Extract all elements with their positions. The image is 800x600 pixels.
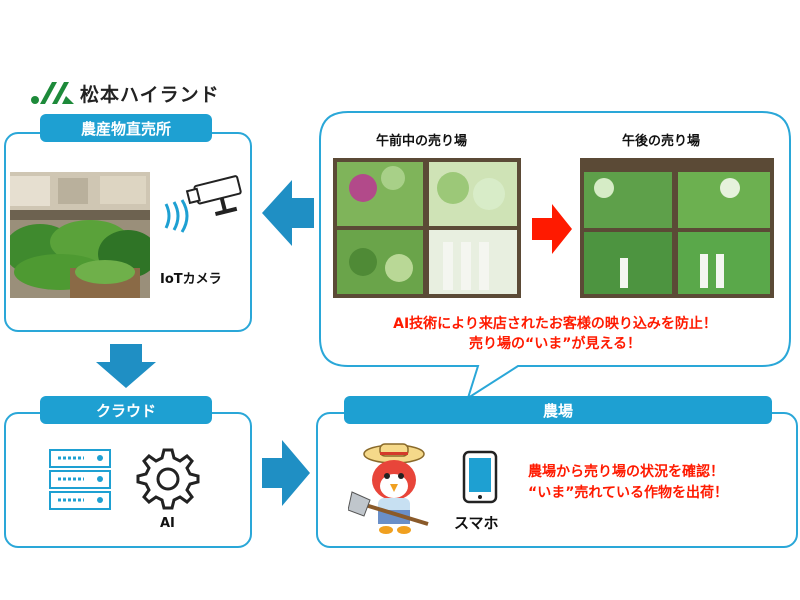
logo: 松本ハイランド	[30, 78, 220, 108]
logo-text: 松本ハイランド	[80, 83, 220, 106]
server-icon	[49, 449, 111, 510]
bubble-message-line1: AI技術により来店されたお客様の映り込みを防止！	[393, 316, 717, 332]
afternoon-label: 午後の売り場	[622, 134, 701, 149]
arrow-right-icon	[262, 440, 310, 506]
afternoon-photo	[580, 158, 774, 298]
bubble-message: AI技術により来店されたお客様の映り込みを防止！ 売り場の“いま”が見える！	[330, 314, 780, 354]
bubble-message-line2: 売り場の“いま”が見える！	[469, 336, 641, 352]
ai-label: AI	[160, 516, 175, 531]
gear-icon	[136, 448, 200, 510]
iot-camera-label: IoTカメラ	[160, 272, 222, 287]
smartphone-label: スマホ	[454, 514, 499, 532]
farm-message-line2: “いま”売れている作物を出荷！	[528, 485, 728, 501]
red-arrow-icon	[532, 204, 572, 254]
farm-message-line1: 農場から売り場の状況を確認！	[528, 464, 724, 480]
cloud-panel-title: クラウド	[40, 396, 212, 424]
farm-message: 農場から売り場の状況を確認！ “いま”売れている作物を出荷！	[528, 462, 790, 504]
store-photo	[10, 172, 150, 298]
farm-panel-title: 農場	[344, 396, 772, 424]
morning-label: 午前中の売り場	[376, 134, 468, 149]
cloud-panel	[4, 412, 252, 548]
smartphone-icon	[462, 450, 498, 504]
store-panel-title: 農産物直売所	[40, 114, 212, 142]
arrow-down-icon	[96, 344, 156, 388]
iot-camera-icon	[164, 175, 242, 233]
arrow-left-icon	[262, 180, 314, 246]
ja-logo-mark	[31, 82, 74, 104]
mascot-icon	[348, 443, 429, 534]
morning-photo	[333, 158, 521, 298]
